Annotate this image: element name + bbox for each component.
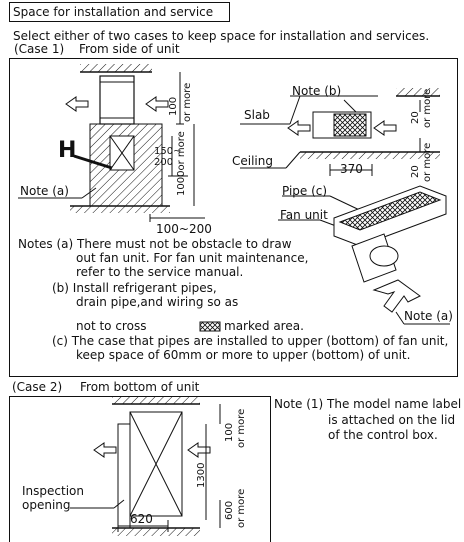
marker-h: H	[58, 138, 77, 163]
case2-drawing	[70, 396, 221, 536]
pull-out-arrow-icon	[372, 279, 421, 313]
note-line: out fan unit. For fan unit maintenance,	[76, 251, 309, 265]
arrow-left-icon	[287, 120, 311, 136]
case2-dim-100: 100	[224, 422, 235, 442]
note-a-tag-2: Note (a)	[404, 309, 453, 323]
side-note-line1: Note (1) The model name label	[274, 397, 462, 411]
unit-box	[99, 75, 135, 125]
note-line: (b) Install refrigerant pipes,	[52, 281, 217, 295]
note-line: marked area.	[224, 319, 304, 333]
arrow-left-icon	[373, 120, 397, 136]
note-line: (c) The case that pipes are installed to…	[52, 334, 449, 348]
case1-view: From side of unit	[79, 42, 180, 56]
case2-dim-or-more: or more	[236, 408, 247, 448]
dim-20-bottom: 20	[410, 165, 421, 178]
fan-unit-label: Fan unit	[280, 208, 328, 222]
dim-or-more: or more	[182, 82, 193, 122]
note-b-tag: Note (b)	[292, 84, 342, 98]
ceiling-label: Ceiling	[232, 154, 273, 168]
case1-frame	[9, 58, 458, 377]
case2-dim-620: 620	[130, 512, 153, 526]
side-note-line3: of the control box.	[328, 428, 438, 442]
case1-section-view	[240, 88, 440, 176]
side-note-line2: is attached on the lid	[328, 413, 456, 427]
h-pointer	[73, 154, 113, 170]
case1-side-view	[18, 64, 205, 222]
case2-label: (Case 2)	[12, 380, 63, 394]
case1-label: (Case 1)	[14, 42, 65, 56]
arrow-left-icon	[93, 442, 117, 458]
inspection-label-2: opening	[22, 498, 71, 512]
dim-100: 100	[168, 96, 179, 116]
arrow-left-icon	[65, 96, 89, 112]
page-title: Space for installation and service	[13, 5, 214, 19]
note-a-tag: Note (a)	[20, 184, 69, 198]
dim-150-200: 150~ 200	[154, 146, 182, 168]
case2-dim-or-more-b: or more	[236, 488, 247, 528]
title-box	[9, 2, 230, 22]
case2-dim-600: 600	[224, 500, 235, 520]
dim-100-200: 100~200	[156, 222, 212, 236]
dim-370: 370	[340, 162, 363, 176]
no-cross-area	[333, 113, 367, 137]
fan-unit-iso	[278, 185, 450, 325]
dim-or-more-top: or more	[422, 88, 433, 128]
slab-label: Slab	[244, 108, 270, 122]
pipe-c-label: Pipe (c)	[282, 184, 328, 198]
inspection-label-1: Inspection	[22, 484, 84, 498]
case2-frame	[9, 396, 271, 542]
note-line: keep space of 60mm or more to upper (bot…	[76, 348, 411, 362]
case2-view: From bottom of unit	[80, 380, 200, 394]
arrow-left-icon	[187, 442, 211, 458]
note-line: Notes (a) There must not be obstacle to …	[18, 237, 292, 251]
dim-1000-or-more: 1000or more	[176, 131, 187, 196]
arrow-left-icon	[145, 96, 169, 112]
cross-hatch-swatch	[199, 321, 221, 332]
note-line: drain pipe,and wiring so as	[76, 295, 239, 309]
note-line: refer to the service manual.	[76, 265, 244, 279]
case2-dim-1300: 1300	[196, 462, 207, 488]
page-subtitle: Select either of two cases to keep space…	[13, 29, 430, 43]
dim-or-more-bottom: or more	[422, 142, 433, 182]
note-line: not to cross	[76, 319, 147, 333]
dim-20-top: 20	[410, 111, 421, 124]
